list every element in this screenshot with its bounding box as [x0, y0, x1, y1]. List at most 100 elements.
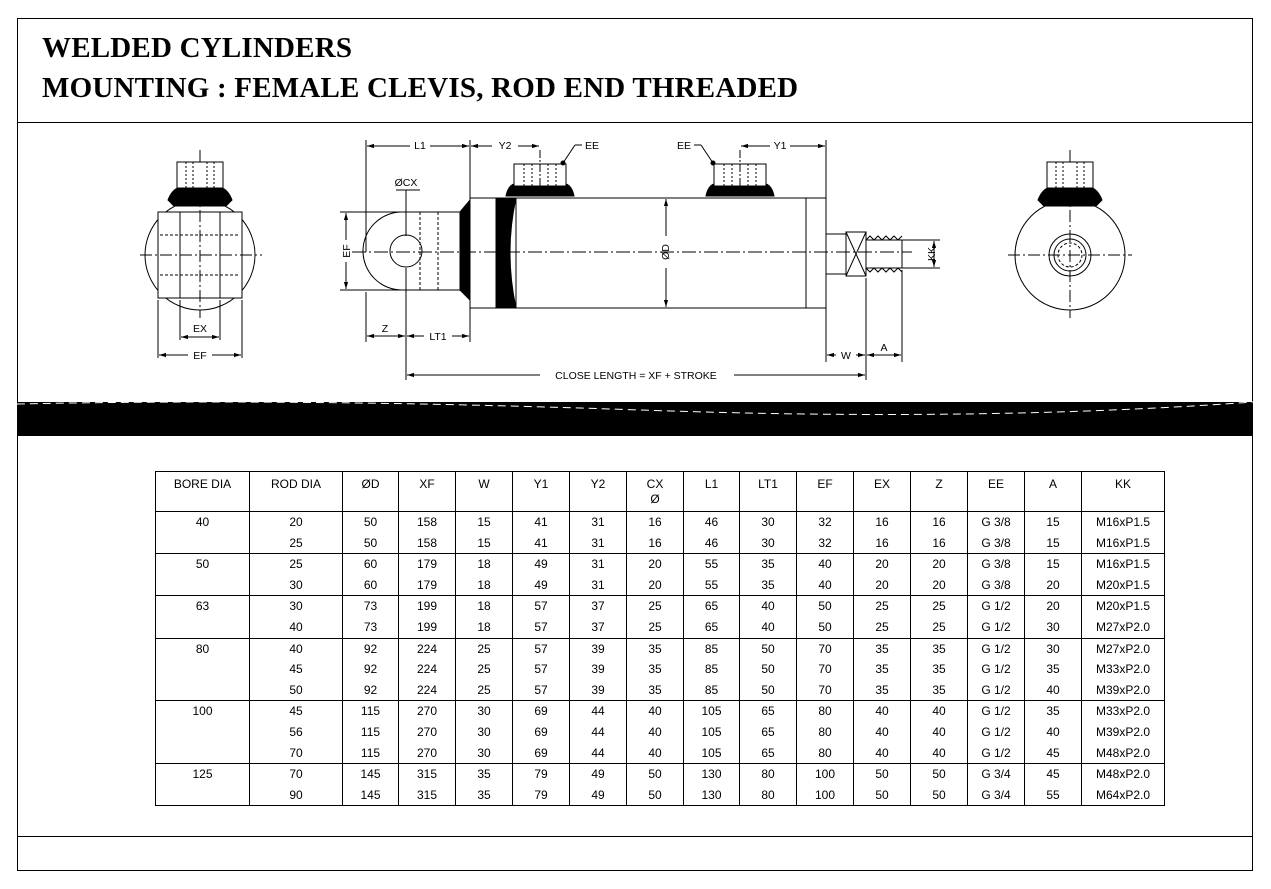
- table-cell: 31: [569, 532, 627, 554]
- table-cell: M48xP2.0: [1081, 763, 1165, 785]
- table-cell: 73: [342, 595, 399, 617]
- table-cell: 49: [512, 574, 570, 596]
- table-cell: 25: [853, 616, 911, 639]
- table-cell: G 1/2: [967, 595, 1025, 617]
- table-cell: 20: [626, 553, 684, 575]
- table-cell: 40: [249, 616, 343, 639]
- table-cell: 115: [342, 742, 399, 764]
- table-cell: 50: [853, 763, 911, 785]
- column-header: Y1: [512, 471, 570, 512]
- table-cell: [155, 679, 250, 701]
- table-cell: 69: [512, 742, 570, 764]
- table-cell: 40: [626, 700, 684, 722]
- table-cell: 100: [796, 763, 854, 785]
- table-cell: 50: [249, 679, 343, 701]
- table-cell: 35: [910, 637, 968, 660]
- table-cell: 50: [626, 784, 684, 807]
- table-cell: 18: [455, 553, 513, 575]
- table-cell: 20: [626, 574, 684, 596]
- table-cell: 79: [512, 784, 570, 807]
- table-cell: 35: [853, 659, 911, 680]
- table-cell: 70: [796, 679, 854, 701]
- table-cell: 70: [249, 742, 343, 764]
- table-cell: 40: [910, 700, 968, 722]
- table-cell: M20xP1.5: [1081, 595, 1165, 617]
- table-cell: 35: [626, 679, 684, 701]
- table-cell: 80: [739, 784, 797, 807]
- footer-divider: [17, 836, 1253, 837]
- table-cell: 40: [910, 742, 968, 764]
- table-cell: G 1/2: [967, 742, 1025, 764]
- table-cell: 35: [626, 659, 684, 680]
- table-cell: M16xP1.5: [1081, 510, 1165, 533]
- table-cell: 50: [342, 532, 399, 554]
- table-cell: 39: [569, 679, 627, 701]
- column-header: EX: [853, 471, 911, 512]
- table-cell: 57: [512, 659, 570, 680]
- table-cell: 45: [249, 700, 343, 722]
- y1-label: Y1: [774, 140, 787, 152]
- table-cell: M39xP2.0: [1081, 679, 1165, 701]
- table-cell: 40: [739, 616, 797, 639]
- table-cell: 15: [1024, 532, 1082, 554]
- table-cell: 20: [249, 510, 343, 533]
- table-cell: 20: [1024, 595, 1082, 617]
- table-cell: G 3/8: [967, 532, 1025, 554]
- table-cell: 40: [1024, 679, 1082, 701]
- table-cell: 85: [683, 637, 740, 660]
- table-cell: 85: [683, 679, 740, 701]
- table-cell: 30: [455, 742, 513, 764]
- w-label: W: [841, 350, 851, 362]
- table-cell: 32: [796, 532, 854, 554]
- table-cell: 50: [739, 637, 797, 660]
- table-cell: 40: [796, 574, 854, 596]
- table-cell: 35: [910, 659, 968, 680]
- table-cell: 158: [398, 532, 456, 554]
- table-cell: 18: [455, 595, 513, 617]
- table-cell: 270: [398, 700, 456, 722]
- column-header: W: [455, 471, 513, 512]
- table-cell: 49: [569, 763, 627, 785]
- table-cell: 105: [683, 742, 740, 764]
- table-cell: 40: [739, 595, 797, 617]
- table-cell: 31: [569, 553, 627, 575]
- table-cell: [155, 784, 250, 807]
- table-cell: 25: [249, 532, 343, 554]
- table-cell: 40: [249, 637, 343, 660]
- table-cell: G 3/4: [967, 763, 1025, 785]
- table-cell: 130: [683, 784, 740, 807]
- column-header: XF: [398, 471, 456, 512]
- table-cell: 100: [796, 784, 854, 807]
- table-cell: 16: [626, 510, 684, 533]
- table-cell: 224: [398, 659, 456, 680]
- table-cell: 49: [569, 784, 627, 807]
- table-cell: 199: [398, 616, 456, 639]
- table-cell: 105: [683, 721, 740, 743]
- table-cell: G 3/8: [967, 574, 1025, 596]
- table-cell: 35: [626, 637, 684, 660]
- table-cell: 30: [1024, 616, 1082, 639]
- table-cell: 35: [739, 574, 797, 596]
- break-line: [16, 401, 1254, 415]
- table-cell: 100: [155, 700, 250, 722]
- table-cell: M64xP2.0: [1081, 784, 1165, 807]
- l1-label: L1: [414, 140, 426, 152]
- table-cell: 25: [455, 679, 513, 701]
- table-cell: 37: [569, 616, 627, 639]
- y2-label: Y2: [499, 140, 512, 152]
- table-cell: 80: [796, 742, 854, 764]
- table-cell: 50: [739, 659, 797, 680]
- column-header: KK: [1081, 471, 1165, 512]
- left-end-view: [140, 150, 262, 358]
- table-cell: 224: [398, 637, 456, 660]
- table-cell: 60: [342, 574, 399, 596]
- table-cell: 65: [739, 742, 797, 764]
- table-cell: 35: [455, 784, 513, 807]
